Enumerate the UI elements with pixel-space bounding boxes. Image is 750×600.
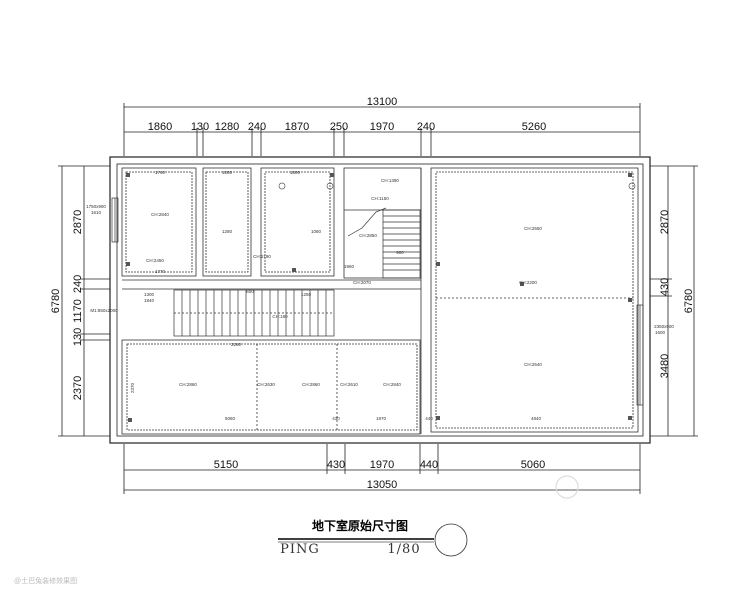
room-label: CH:2840 xyxy=(383,382,401,387)
title-block: 地下室原始尺寸图 PING 1/80 xyxy=(278,518,468,557)
window-label: 2350x900 xyxy=(654,324,674,329)
interior-walls xyxy=(121,167,639,435)
room-label: CH:2860 xyxy=(302,382,320,387)
dim-label: 2870 xyxy=(659,210,671,234)
left-dimensions xyxy=(58,165,110,437)
room-label: 430 xyxy=(332,416,340,421)
room-label: CH:2860 xyxy=(179,382,197,387)
room-label: 4840 xyxy=(531,416,542,421)
room-label: CH:180 xyxy=(272,314,288,319)
room-label: CH:2540 xyxy=(524,362,542,367)
dim-label: 240 xyxy=(72,275,84,293)
dim-label: 1860 xyxy=(148,121,172,133)
dim-label: 1970 xyxy=(370,459,394,471)
top-total-dimension: 13100 xyxy=(367,96,398,108)
room-label: CH:1150 xyxy=(371,196,389,201)
room-label: CH:2850 xyxy=(359,233,377,238)
watermark: @土巴兔装修效果图 xyxy=(14,475,579,585)
room-label: 600 xyxy=(246,289,254,294)
column-markers xyxy=(126,173,636,422)
room-label: CH:2190 xyxy=(253,254,271,259)
window-label: 1610 xyxy=(91,210,102,215)
dim-label: 2370 xyxy=(72,376,84,400)
left-segment-labels: 2870 240 1170 130 2370 xyxy=(72,210,84,400)
room-labels: 1740 1280 1800 CH:2840 CH:2450 CH:2190 1… xyxy=(86,170,674,421)
room-label: 900 xyxy=(396,250,404,255)
room-label: CH:2610 xyxy=(340,382,358,387)
dim-label: 5060 xyxy=(521,459,545,471)
room-label: CH:2450 xyxy=(146,258,164,263)
room-label: 1080 xyxy=(311,229,322,234)
dim-label: 130 xyxy=(191,121,209,133)
watermark-text: @土巴兔装修效果图 xyxy=(14,576,77,585)
room-label: 1740 xyxy=(155,170,166,175)
staircase-main xyxy=(173,289,335,337)
top-segment-labels: 1860 130 1280 240 1870 250 1970 240 5260 xyxy=(148,121,546,133)
right-dimensions xyxy=(650,165,698,437)
window-label: 1750x900 xyxy=(86,204,106,209)
drawing-scale: 1/80 xyxy=(387,542,420,557)
room-label: 2370 xyxy=(130,382,135,393)
room-label: 2280 xyxy=(231,342,242,347)
room-label: 1840 xyxy=(144,298,155,303)
top-dimensions xyxy=(123,103,641,156)
dim-label: 440 xyxy=(420,459,438,471)
window-label: 1600 xyxy=(655,330,666,335)
dim-label: 1970 xyxy=(370,121,394,133)
dim-label: 5150 xyxy=(214,459,238,471)
dim-label: 250 xyxy=(330,121,348,133)
room-label: 1280 xyxy=(222,170,233,175)
room-label: 440 xyxy=(425,416,433,421)
right-segment-labels: 2870 430 3480 xyxy=(659,210,671,378)
dim-label: 240 xyxy=(417,121,435,133)
outer-walls xyxy=(109,156,651,444)
dim-label: 240 xyxy=(248,121,266,133)
room-label: 1770 xyxy=(155,269,166,274)
room-label: 1970 xyxy=(376,416,387,421)
watermark-logo-icon xyxy=(555,475,579,499)
room-label: 1250 xyxy=(301,292,312,297)
left-total-dimension: 6780 xyxy=(50,289,62,313)
room-label: 1300 xyxy=(144,292,155,297)
room-label: CH:2200 xyxy=(519,280,537,285)
dim-label: 3480 xyxy=(659,354,671,378)
room-label: 1280 xyxy=(222,229,233,234)
door-label: M1:850x2000 xyxy=(90,308,118,313)
north-circle-icon xyxy=(434,523,468,557)
bottom-segment-labels: 5150 430 1970 440 5060 xyxy=(214,459,545,471)
drawing-subtitle: PING xyxy=(280,542,320,557)
room-label: CH:2070 xyxy=(353,280,371,285)
room-label: CH:2550 xyxy=(524,226,542,231)
dim-label: 1280 xyxy=(215,121,239,133)
room-label: CH:2840 xyxy=(151,212,169,217)
dim-label: 1870 xyxy=(285,121,309,133)
room-label: CH:2630 xyxy=(257,382,275,387)
dim-label: 130 xyxy=(72,328,84,346)
drawing-title: 地下室原始尺寸图 xyxy=(312,518,408,533)
room-label: CH:1390 xyxy=(381,178,399,183)
right-total-dimension: 6780 xyxy=(683,289,695,313)
dim-label: 5260 xyxy=(522,121,546,133)
bottom-dimensions xyxy=(123,444,641,494)
windows xyxy=(111,197,644,406)
room-label: 5060 xyxy=(225,416,236,421)
room-label: 1960 xyxy=(344,264,355,269)
dim-label: 2870 xyxy=(72,210,84,234)
staircase-upper xyxy=(347,207,421,279)
bottom-total-dimension: 13050 xyxy=(367,479,398,491)
dim-label: 1170 xyxy=(72,299,84,323)
dim-label: 430 xyxy=(327,459,345,471)
room-label: 1800 xyxy=(290,170,301,175)
dim-label: 430 xyxy=(659,278,671,296)
